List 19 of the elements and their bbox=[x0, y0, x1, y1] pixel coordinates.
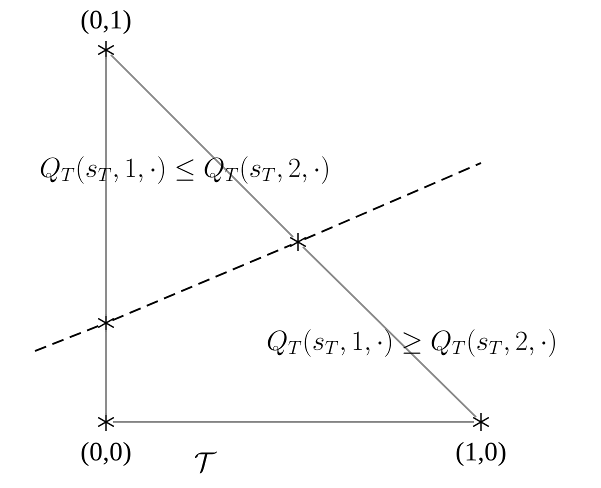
dashed-line bbox=[34, 324, 100, 352]
vertex-label: (0,1) bbox=[82, 10, 130, 34]
triangle-edge bbox=[110, 54, 294, 238]
triangle-edge bbox=[112, 421, 474, 423]
dashed-line bbox=[304, 162, 482, 240]
vertex-label: (1,0) bbox=[456, 442, 506, 466]
asterisk-mark bbox=[97, 313, 115, 333]
triangle-edge bbox=[105, 330, 107, 416]
triangle-edge bbox=[302, 246, 477, 418]
vertex-label: (0,0) bbox=[82, 442, 130, 466]
dashed-line bbox=[112, 244, 292, 322]
simplex-label: $\mathcal{T}$ bbox=[194, 452, 218, 474]
region-label: $Q_T(s_T,1,\cdot)\leq Q_T(s_T,2,\cdot)$ bbox=[40, 156, 328, 184]
asterisk-mark bbox=[289, 232, 307, 252]
asterisk-mark bbox=[97, 412, 115, 432]
region-label: $Q_T(s_T,1,\cdot)\geq Q_T(s_T,2,\cdot)$ bbox=[268, 329, 555, 357]
asterisk-mark bbox=[97, 40, 115, 60]
asterisk-mark bbox=[472, 412, 490, 432]
triangle-edge bbox=[105, 56, 107, 316]
